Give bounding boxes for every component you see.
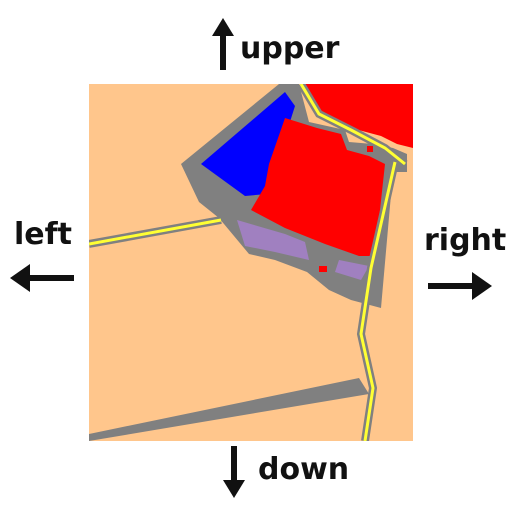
pan-right-label[interactable]: right	[424, 223, 507, 258]
track-north-east-yellow	[299, 84, 406, 166]
arrow-right-icon[interactable]	[428, 272, 492, 300]
pan-left-label[interactable]: left	[14, 217, 73, 252]
track-west-yellow	[89, 218, 222, 246]
purple-area-west	[237, 220, 309, 260]
track-south-yellow	[359, 161, 397, 441]
red-area-north	[301, 84, 413, 148]
purple-area-east	[335, 260, 369, 280]
pan-down-label[interactable]: down	[258, 452, 350, 487]
arrow-down-icon[interactable]	[223, 446, 245, 498]
red-area-main	[251, 118, 385, 256]
arrow-left-icon[interactable]	[10, 264, 74, 292]
pan-up-label[interactable]: upper	[240, 31, 340, 66]
red-area-small-1	[367, 146, 373, 152]
map-tile[interactable]	[89, 84, 413, 441]
arrow-up-icon[interactable]	[212, 18, 234, 70]
red-area-small-2	[319, 266, 327, 272]
south-road	[89, 378, 369, 441]
